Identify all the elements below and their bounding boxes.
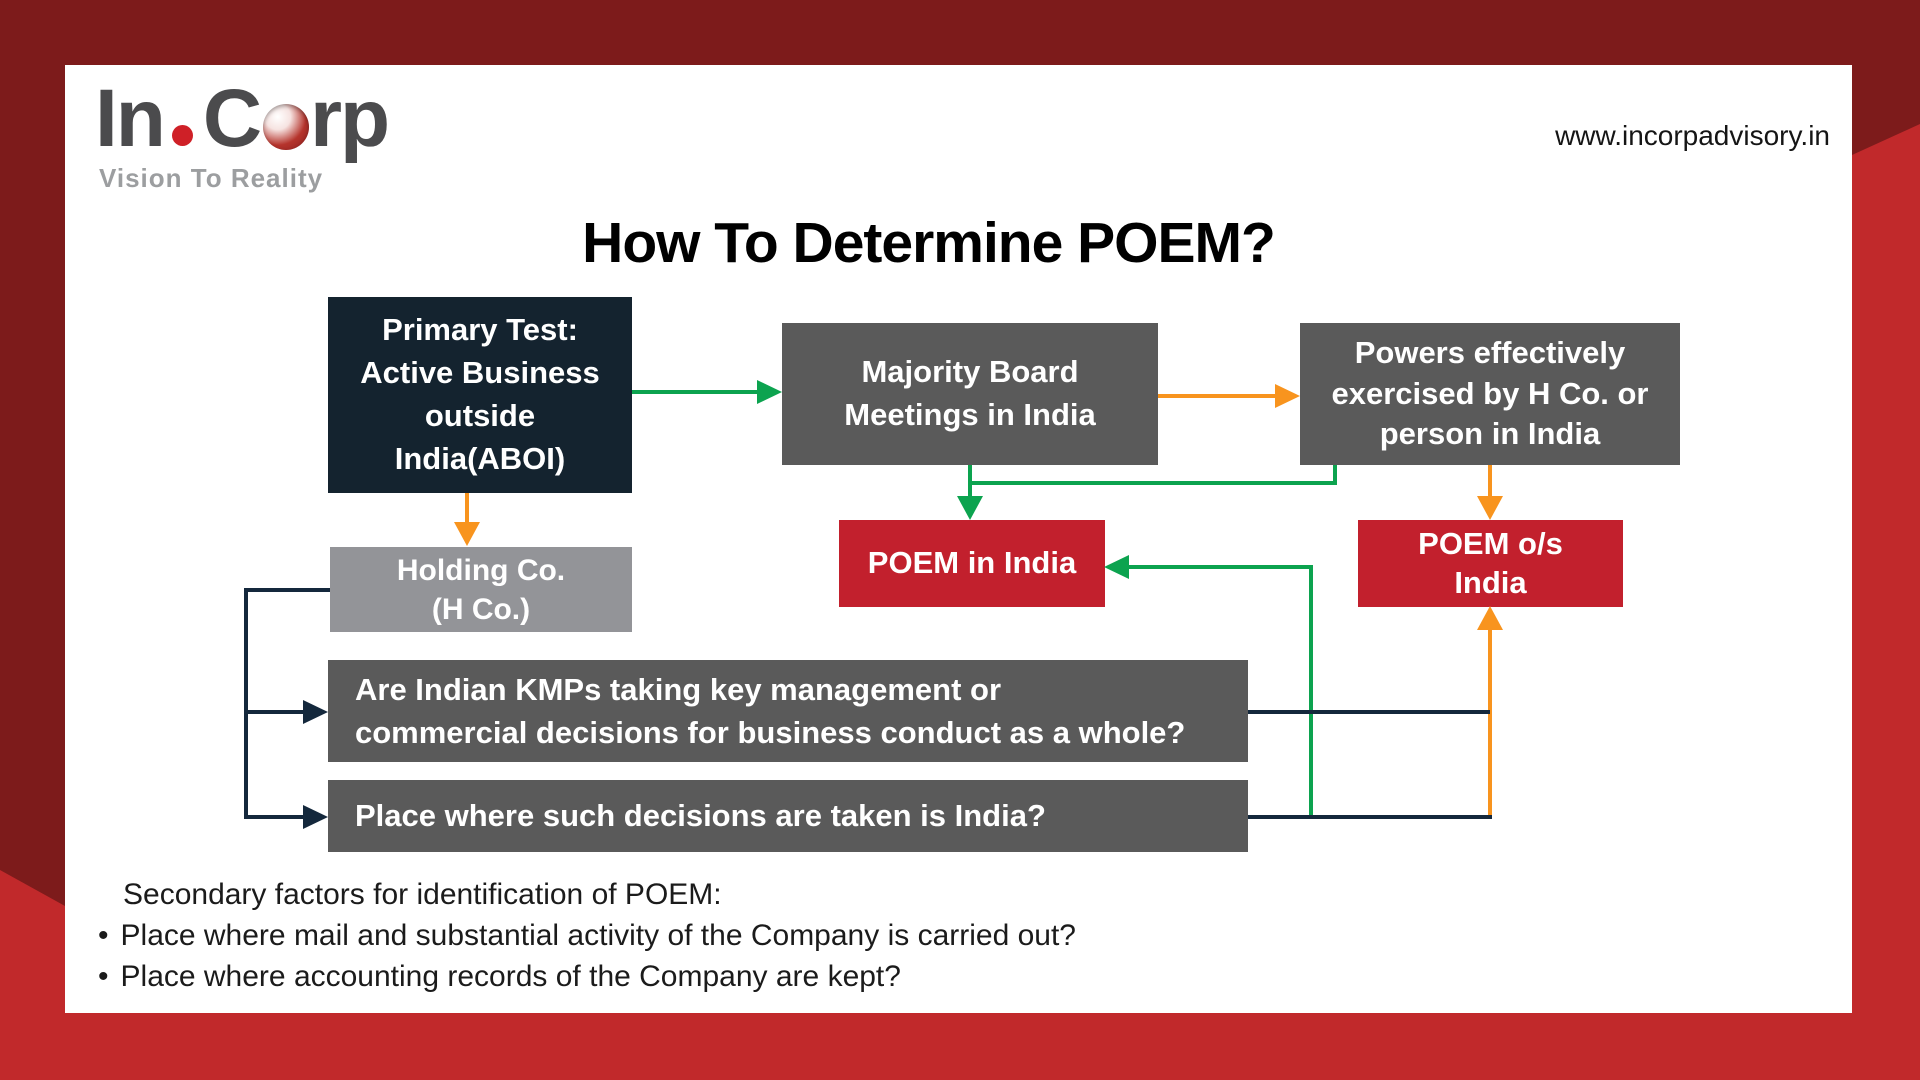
box-place-question: Place where such decisions are taken is … [328,780,1248,852]
navy-arrowhead-into-kmp [303,700,328,724]
bullet-icon: • [98,919,109,952]
navy-line-place-right [1248,815,1492,819]
navy-line-holding-left [244,588,330,592]
secondary-bullet-2: • Place where accounting records of the … [98,960,901,994]
page-title: How To Determine POEM? [582,211,1276,275]
logo-text-in: In [95,73,166,164]
box-poem-outside-india: POEM o/s India [1358,520,1623,607]
orange-arrowhead-into-poem-os-bottom [1477,606,1503,630]
secondary-factors-heading: Secondary factors for identification of … [123,878,722,911]
secondary-bullet-1-text: Place where mail and substantial activit… [120,919,1076,952]
green-arrowhead-into-majority [757,380,782,404]
navy-line-branch-place [244,815,306,819]
secondary-bullet-1: • Place where mail and substantial activ… [98,919,1076,953]
navy-arrowhead-into-place [303,805,328,829]
green-line-powers-to-majority-join [968,481,1337,485]
box-poem-in-india: POEM in India [839,520,1105,607]
orange-line-majority-to-powers [1158,394,1276,398]
orange-arrowhead-into-powers [1275,384,1300,408]
green-line-primary-to-majority [632,390,758,394]
logo-text-c: C [202,73,262,164]
orange-line-primary-down [465,493,469,523]
logo-dot-icon [171,125,193,146]
orange-line-powers-down [1488,465,1492,497]
bullet-icon: • [98,960,109,993]
globe-icon [263,104,310,150]
green-arrowhead-into-poem-in-india-right [1104,555,1129,579]
box-majority-board: Majority Board Meetings in India [782,323,1158,465]
orange-line-questions-up [1488,629,1492,819]
navy-line-branch-kmp [244,710,306,714]
navy-line-bracket-vertical [244,588,248,819]
box-primary-test: Primary Test: Active Business outside In… [328,297,632,493]
orange-arrowhead-into-poem-os-top [1477,496,1503,520]
box-holding-co: Holding Co. (H Co.) [330,547,632,632]
orange-arrowhead-into-holding [454,522,480,546]
logo-tagline: Vision To Reality [99,163,324,193]
green-line-to-poem-in-india-right [1129,565,1313,569]
box-powers-exercised: Powers effectively exercised by H Co. or… [1300,323,1680,465]
green-arrowhead-into-poem-in-india-top [957,496,983,520]
secondary-bullet-2-text: Place where accounting records of the Co… [120,960,901,993]
green-line-powers-down [1333,465,1337,485]
logo-text-rp: rp [310,73,390,164]
website-url: www.incorpadvisory.in [1555,120,1830,151]
navy-line-kmp-right [1248,710,1490,714]
incorp-logo: In C rp [95,73,390,164]
green-line-place-up [1309,565,1313,819]
box-kmp-question: Are Indian KMPs taking key management or… [328,660,1248,762]
